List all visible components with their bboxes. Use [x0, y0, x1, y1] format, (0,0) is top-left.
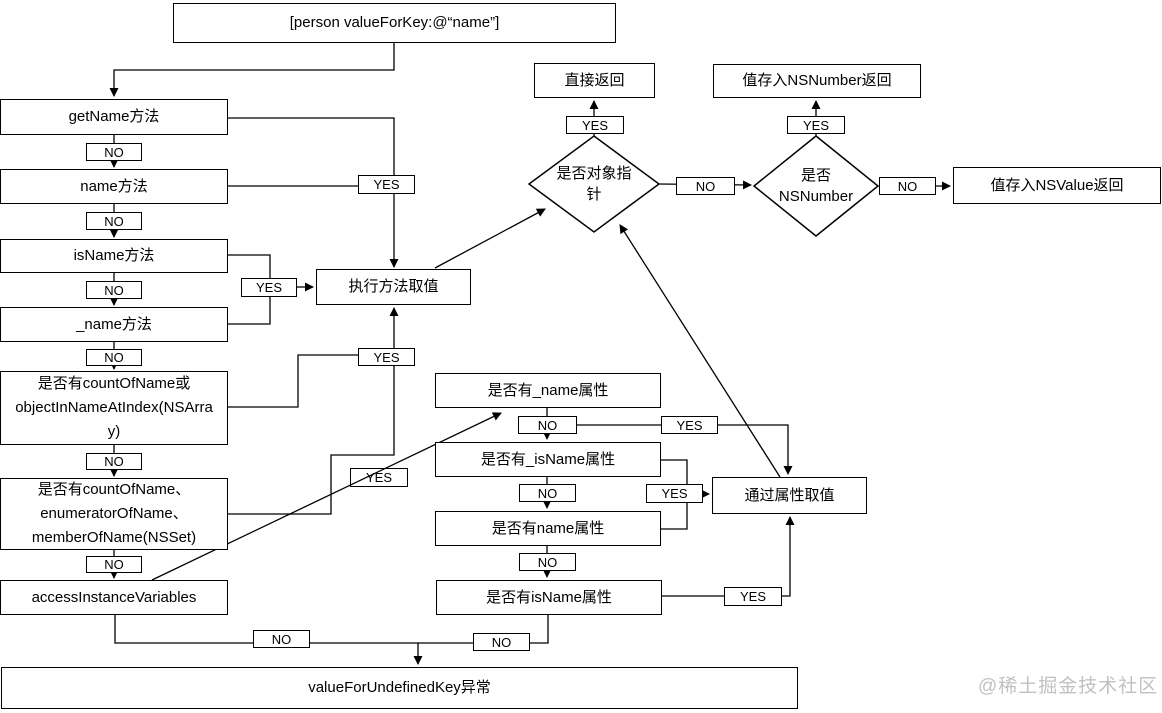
- node-prop-underscore-isname: 是否有_isName属性: [435, 442, 661, 477]
- diamond-is-object-pointer-label: 是否对象指 针: [556, 165, 632, 203]
- node-isname-method: isName方法: [0, 239, 228, 273]
- node-entry: [person valueForKey:@“name”]: [173, 3, 616, 43]
- edge-label-no: NO: [253, 630, 310, 648]
- edge-label-no: NO: [518, 416, 577, 434]
- node-countofname-nsset: 是否有countOfName、 enumeratorOfName、 member…: [0, 478, 228, 550]
- node-nsvalue-return: 值存入NSValue返回: [953, 167, 1161, 204]
- node-prop-name: 是否有name属性: [435, 511, 661, 546]
- edge-label-yes: YES: [358, 175, 415, 194]
- edge-label-no: NO: [86, 212, 142, 230]
- edge-label-yes: YES: [241, 278, 297, 297]
- edge-label-no: NO: [473, 633, 530, 651]
- edge-label-no: NO: [86, 349, 142, 366]
- watermark: @稀土掘金技术社区: [978, 676, 1159, 697]
- edge-label-yes: YES: [646, 484, 703, 503]
- node-undefined-key-exception: valueForUndefinedKey异常: [1, 667, 798, 709]
- node-direct-return: 直接返回: [534, 63, 655, 98]
- node-prop-underscore-name: 是否有_name属性: [435, 373, 661, 408]
- edge-label-no: NO: [879, 177, 936, 195]
- edge-label-no: NO: [86, 556, 142, 573]
- edge-label-yes: YES: [661, 416, 718, 434]
- edge-label-yes: YES: [724, 587, 782, 606]
- edge-label-no: NO: [86, 143, 142, 161]
- edge-label-yes: YES: [566, 116, 624, 134]
- node-underscore-name-method: _name方法: [0, 307, 228, 342]
- edge-label-no: NO: [86, 453, 142, 470]
- node-exec-method-value: 执行方法取值: [316, 269, 471, 305]
- diamond-is-nsnumber: [752, 135, 880, 237]
- diamond-is-object-pointer: [527, 135, 661, 233]
- edge-label-no: NO: [86, 281, 142, 299]
- edge-label-no: NO: [519, 553, 576, 571]
- node-prop-isname: 是否有isName属性: [436, 580, 662, 615]
- edge-label-yes: YES: [787, 116, 845, 134]
- edge-label-yes: YES: [350, 468, 408, 487]
- node-via-property-value: 通过属性取值: [712, 477, 867, 514]
- node-name-method: name方法: [0, 169, 228, 204]
- edge-label-no: NO: [519, 484, 576, 502]
- node-getname-method: getName方法: [0, 99, 228, 135]
- edge-label-no: NO: [676, 177, 735, 195]
- node-access-instance-variables: accessInstanceVariables: [0, 580, 228, 615]
- node-nsnumber-return: 值存入NSNumber返回: [713, 64, 921, 98]
- node-countofname-nsarray: 是否有countOfName或 objectInNameAtIndex(NSAr…: [0, 371, 228, 445]
- diamond-is-nsnumber-label: 是否 NSNumber: [778, 167, 854, 205]
- edge-label-yes: YES: [358, 348, 415, 366]
